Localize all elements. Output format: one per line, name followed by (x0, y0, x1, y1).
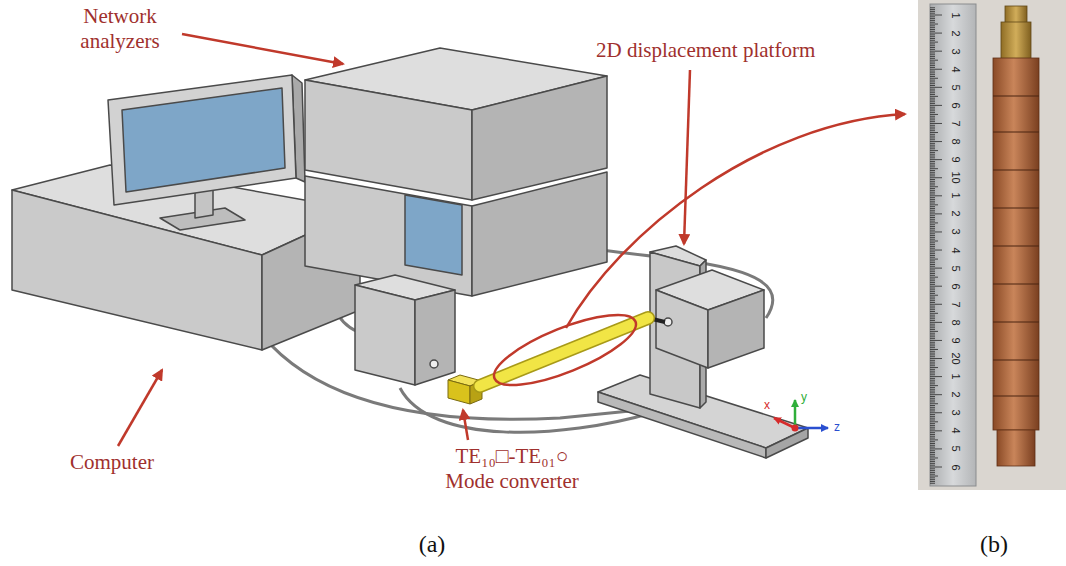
cylinder-rings (993, 96, 1039, 396)
stage-box-front (656, 290, 708, 368)
analyzer-screen (405, 195, 462, 275)
waveguide (480, 318, 648, 386)
leader-arrow (118, 370, 162, 446)
axis-origin (792, 425, 799, 432)
panel-label: (b) (954, 530, 1034, 559)
copper-cylinder (993, 58, 1039, 430)
ruler-number: 9 (950, 157, 961, 163)
photo-ground (918, 0, 1066, 490)
axis-label: y (801, 390, 807, 404)
module-box (355, 275, 455, 385)
ruler (930, 4, 976, 486)
ruler-number: 8 (950, 138, 961, 144)
ruler-number: 6 (950, 464, 961, 470)
leader-arrows (118, 34, 905, 446)
photo (918, 0, 1066, 490)
ruler-number: 1 (950, 374, 961, 380)
stage-port (664, 318, 672, 326)
callout-label: Computer (70, 450, 154, 475)
leader-arrow (463, 410, 468, 440)
callout-label: 2D displacement platform (596, 38, 815, 63)
monitor-frame (108, 75, 296, 205)
ruler-number: 20 (950, 352, 961, 364)
waveguide-outline (480, 318, 648, 386)
axis-triad (774, 400, 828, 432)
ruler-number: 2 (950, 211, 961, 217)
ruler-number: 4 (950, 247, 961, 253)
ruler-number: 3 (950, 229, 961, 235)
ruler-number: 2 (950, 392, 961, 398)
desk-front (12, 190, 262, 350)
leader-arrow (182, 34, 343, 64)
ruler-number: 9 (950, 337, 961, 343)
stage-box-side (708, 290, 764, 368)
leader-arrow (684, 70, 690, 244)
ruler-number: 1 (950, 193, 961, 199)
ruler-number: 10 (950, 172, 961, 184)
brass-cap (1005, 6, 1027, 24)
highlight-ellipse (486, 301, 643, 399)
callout-label: Network analyzers (55, 4, 185, 54)
leader-arrow (566, 114, 905, 328)
ruler-number: 4 (950, 66, 961, 72)
ruler-number: 7 (950, 301, 961, 307)
ruler-number: 5 (950, 84, 961, 90)
network-analyzers (305, 48, 607, 296)
module-front (355, 285, 415, 385)
ruler-number: 2 (950, 30, 961, 36)
ruler-number: 8 (950, 319, 961, 325)
ruler-number: 1 (950, 12, 961, 18)
module-side (415, 290, 455, 385)
displacement-platform (598, 246, 808, 458)
ruler-number: 7 (950, 120, 961, 126)
ruler-number: 6 (950, 283, 961, 289)
analyzer-side (472, 172, 607, 296)
ruler-number: 5 (950, 265, 961, 271)
panel-label: (a) (392, 530, 472, 559)
ruler-number: 3 (950, 48, 961, 54)
converter-front (448, 380, 470, 404)
ruler-number: 4 (950, 428, 961, 434)
ruler-number: 3 (950, 410, 961, 416)
axis-label: z (834, 420, 840, 434)
brass-flange (1001, 22, 1031, 60)
copper-end (997, 430, 1035, 466)
monitor-screen (122, 88, 285, 192)
ruler-ticks (930, 8, 942, 484)
ruler-number: 5 (950, 446, 961, 452)
callout-label: TE₁₀□-TE₀₁○ Mode converter (432, 444, 592, 494)
module-port (430, 360, 438, 368)
ruler-number: 6 (950, 102, 961, 108)
platform-base-edge (766, 428, 808, 458)
axis-label: x (764, 398, 770, 412)
y-axis (794, 400, 797, 428)
z-axis (795, 427, 828, 430)
